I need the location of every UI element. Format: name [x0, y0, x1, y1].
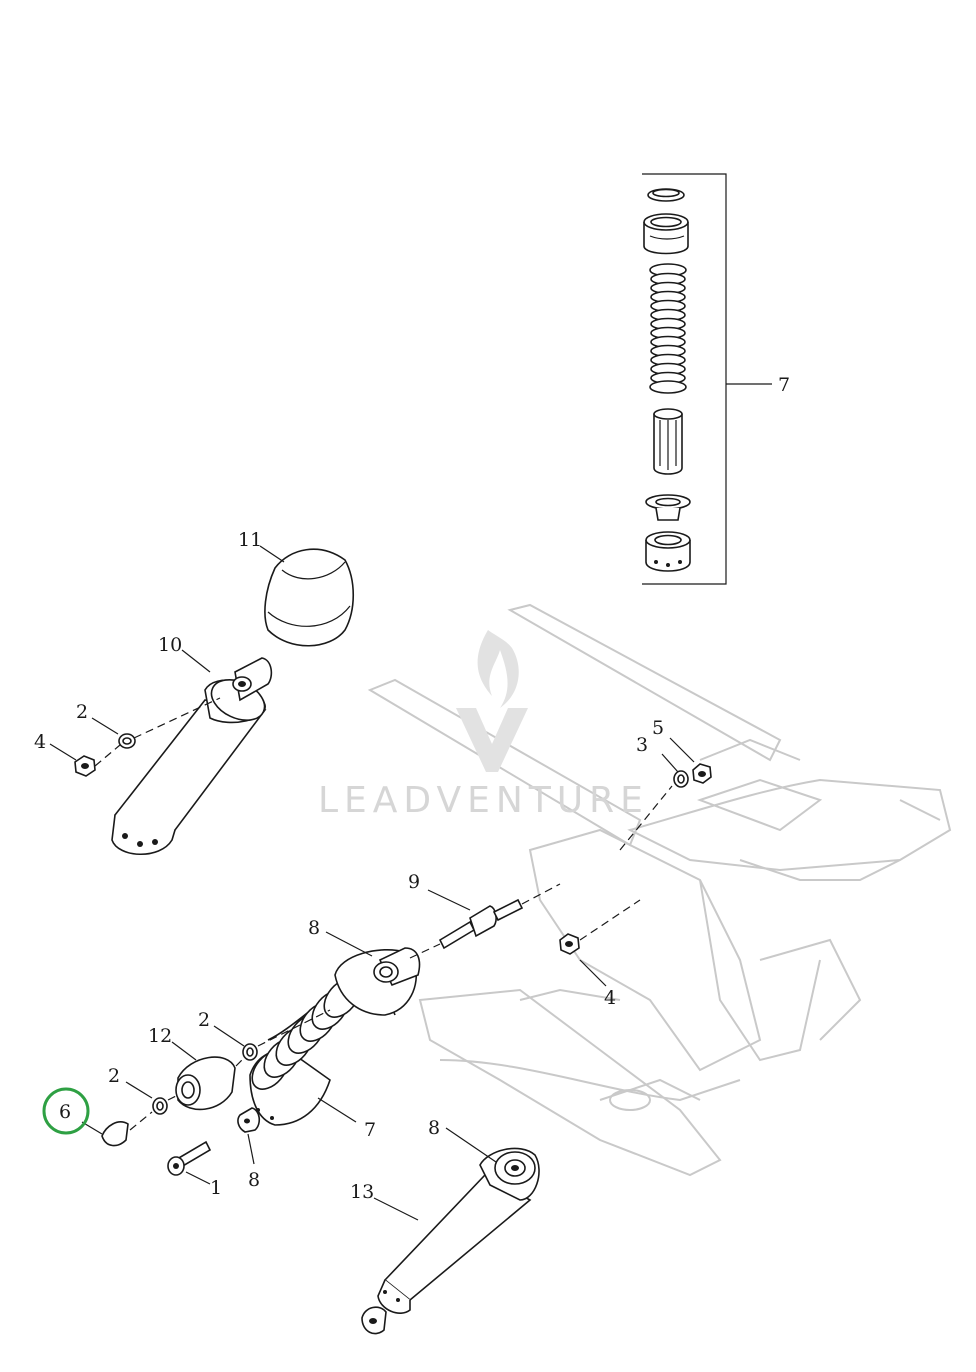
coil-spring [649, 263, 687, 394]
mounting-stud [409, 883, 561, 959]
callout-7-exploded: 7 [778, 374, 790, 396]
boot-cap [264, 548, 354, 647]
callouts: 7 11 10 2 4 5 3 9 8 4 2 12 2 6 1 8 7 8 1… [34, 374, 790, 1203]
frame-nuts [559, 763, 712, 955]
callout-4-upper: 4 [34, 731, 46, 753]
callout-12: 12 [148, 1025, 172, 1047]
callout-3: 3 [636, 734, 648, 756]
callout-2-lower: 2 [108, 1065, 120, 1087]
lower-fasteners [101, 1009, 331, 1176]
watermark-flame-icon [477, 630, 519, 708]
callout-9: 9 [408, 871, 420, 893]
callout-8-top: 8 [308, 917, 320, 939]
watermark-v-icon [456, 708, 528, 772]
callout-13: 13 [350, 1181, 374, 1203]
callout-5: 5 [652, 717, 664, 739]
main-shock-with-spring [237, 947, 421, 1133]
callout-10: 10 [158, 634, 182, 656]
frame-background [367, 603, 952, 1177]
callout-7-installed: 7 [364, 1119, 376, 1141]
callout-11: 11 [238, 529, 262, 551]
watermark: LEADVENTURE [318, 630, 649, 821]
callout-8-bottom: 8 [248, 1169, 260, 1191]
callout-2-middle: 2 [198, 1009, 210, 1031]
callout-1: 1 [210, 1177, 222, 1199]
watermark-text: LEADVENTURE [318, 780, 649, 821]
callout-8-lower-shock: 8 [428, 1117, 440, 1139]
spring-assembly-exploded [642, 173, 772, 585]
upper-shock-body [111, 657, 273, 856]
highlight-circle-6 [42, 1087, 90, 1135]
callout-6: 6 [59, 1101, 71, 1123]
leader-lines [49, 545, 695, 1221]
callout-2-upper: 2 [76, 701, 88, 723]
lower-shock-body [361, 1147, 540, 1335]
upper-fasteners [74, 697, 221, 777]
callout-4-lower: 4 [604, 987, 616, 1009]
